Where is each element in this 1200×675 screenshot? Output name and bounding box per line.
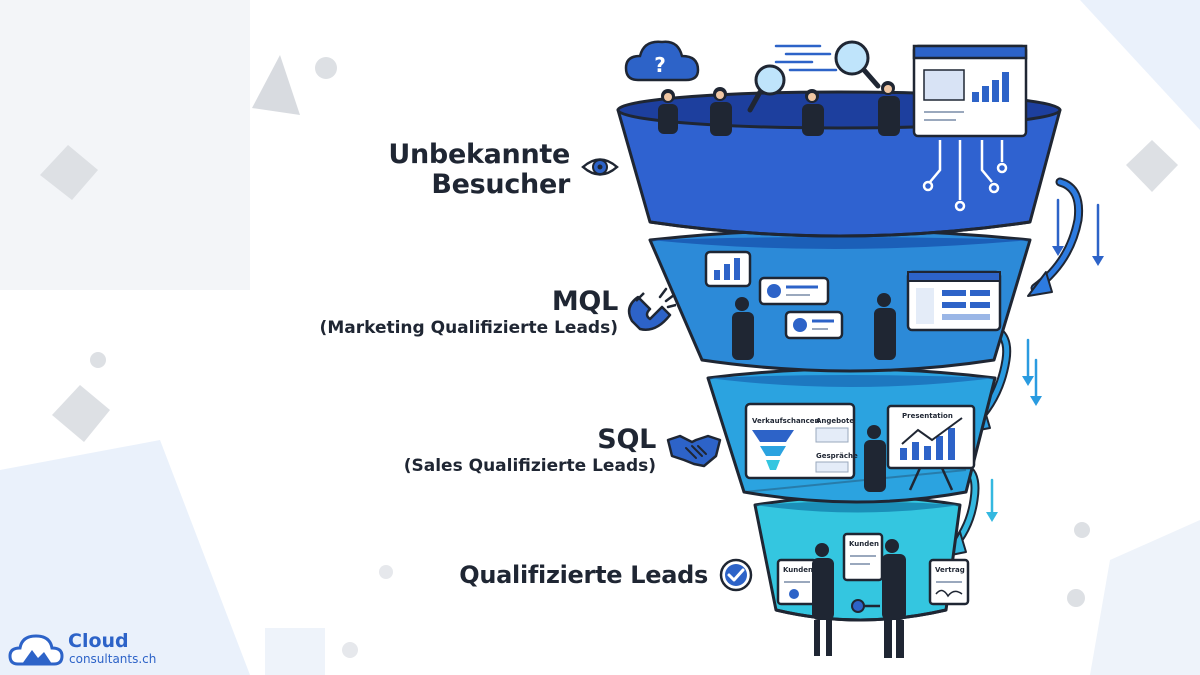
cloud-question-icon: ? bbox=[624, 40, 700, 82]
stage-title: MQL bbox=[551, 286, 618, 317]
sales-board: Verkaufschancen Angebote Gespräche bbox=[744, 402, 858, 480]
board-heading-right: Angebote bbox=[816, 417, 854, 425]
svg-text:?: ? bbox=[654, 53, 666, 77]
analytics-browser-window bbox=[912, 44, 1028, 138]
key-icon bbox=[851, 599, 880, 613]
stage-title-line: Besucher bbox=[431, 169, 570, 200]
presentation-board: Presentation bbox=[886, 404, 976, 491]
board-item: Gespräche bbox=[816, 452, 858, 460]
stage-label-qualifiziert: Qualifizierte Leads bbox=[459, 560, 708, 590]
document-card: Vertrag bbox=[928, 558, 970, 606]
profile-card bbox=[758, 276, 830, 306]
stage-subtitle: (Marketing Qualifizierte Leads) bbox=[319, 318, 618, 338]
document-label: Kunden bbox=[849, 540, 879, 548]
stage-title-line: Unbekannte bbox=[388, 139, 570, 170]
logo-name: Cloud bbox=[68, 630, 129, 652]
bar-chart-card bbox=[704, 250, 752, 288]
funnel-illustration: ? bbox=[616, 40, 1104, 658]
magnifier-icon bbox=[747, 64, 786, 113]
document-label: Vertrag bbox=[935, 566, 965, 574]
document-label: Kunden bbox=[783, 566, 813, 574]
person-sql bbox=[864, 425, 886, 492]
cloud-mountain-logo-icon bbox=[8, 634, 64, 666]
stage-label-sql: SQL (Sales Qualifizierte Leads) bbox=[403, 424, 657, 477]
document-card: Kunden bbox=[842, 532, 884, 582]
dashboard-window bbox=[906, 270, 1002, 332]
profile-card bbox=[784, 310, 844, 340]
magnet-icon bbox=[627, 287, 676, 331]
people-group-mql bbox=[732, 293, 896, 360]
checkmark-icon bbox=[719, 558, 753, 592]
logo-domain: consultants.ch bbox=[69, 652, 157, 666]
stage-label-unbekannte: Unbekannte Besucher bbox=[388, 140, 570, 200]
eye-icon bbox=[581, 158, 619, 176]
handshake-icon bbox=[666, 434, 722, 468]
people-group-leads bbox=[812, 539, 906, 658]
presentation-title: Presentation bbox=[902, 412, 953, 420]
document-card: Kunden bbox=[776, 558, 818, 606]
company-logo: Cloud consultants.ch bbox=[8, 628, 168, 672]
stage-title: Qualifizierte Leads bbox=[459, 561, 708, 589]
data-stream-lines bbox=[774, 44, 838, 72]
stage-label-mql: MQL (Marketing Qualifizierte Leads) bbox=[319, 286, 619, 339]
stage-title: SQL bbox=[597, 424, 656, 455]
magnifier-icon bbox=[834, 40, 881, 89]
stage-subtitle: (Sales Qualifizierte Leads) bbox=[403, 456, 656, 476]
board-heading-left: Verkaufschancen bbox=[752, 417, 820, 425]
